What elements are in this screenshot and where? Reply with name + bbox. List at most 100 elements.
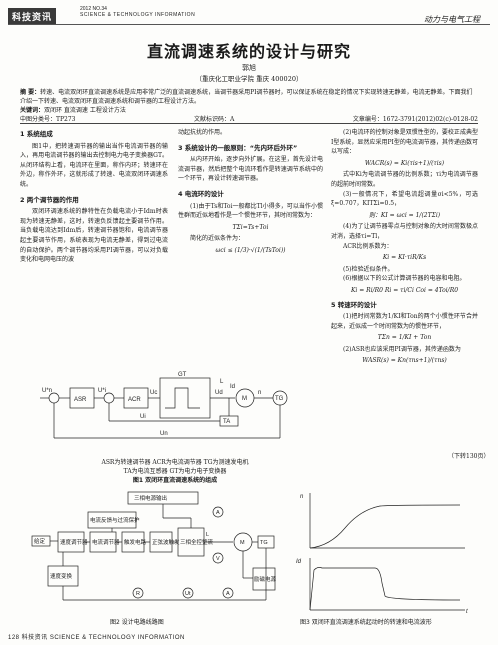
label-ui-star: U*i: [98, 388, 106, 394]
label-a1: A: [216, 510, 220, 516]
label-m: M: [242, 396, 247, 402]
resistor-r: [132, 587, 144, 599]
middle-column: 动起抗扰的作用。 3 系统设计的一般原则：“先内环后外环” 从内环开始，逐步向外…: [178, 128, 323, 258]
current-curve: [309, 566, 461, 611]
page-footer: 128 科技资讯 SCIENCE & TECHNOLOGY INFORMATIO…: [8, 635, 185, 641]
label-n: n: [258, 390, 261, 396]
label-id: Id: [230, 384, 235, 390]
meta-divider: [20, 123, 478, 124]
label-l: L: [220, 379, 224, 385]
label-tg: TG: [275, 396, 284, 402]
excitation-block: [252, 567, 276, 591]
label-excitation: 励磁电源: [254, 575, 277, 583]
right-paragraph-1: (2)电流环的控制对象是双惯性型的，要校正成典型I型系统，显然应采用PI型的电流…: [331, 129, 478, 156]
label-asr: ASR: [74, 397, 87, 403]
header-divider: [8, 24, 490, 25]
ammeter-2: [222, 587, 234, 599]
section-3-text: 从内环开始，逐步向外扩展。在这里，首先设计电流调节器，然后把整个电流环看作是转速…: [178, 156, 323, 183]
section-5-title: 5 转速环的设计: [331, 300, 377, 309]
figure-1-caption-line-2: TA为电流互感器 GT为电力电子变换器: [123, 468, 227, 475]
section-2-continued: 动起抗扰的作用。: [178, 129, 227, 136]
author-affiliation: （重庆化工职业学院 重庆 400020）: [195, 75, 303, 83]
formula-rc: Ki = Ri/R0 Ri = τi/Ci Coi = 4Toi/R0: [350, 286, 459, 294]
right-paragraph-2: 式中Ki为电流调节器的比例系数；τi为电流调节器的超前时间常数。: [331, 171, 478, 188]
label-ud: Ud: [215, 390, 223, 396]
label-n: n: [300, 494, 304, 500]
section-name: 动力与电气工程: [424, 15, 480, 24]
gt-block: [159, 377, 211, 419]
figure-1-caption: ASR为转速调节器 ACR为电流调节器 TG为测速发电机 TA为电流互感器 GT…: [40, 458, 310, 485]
label-reference: 给定: [34, 537, 46, 545]
label-t: t: [466, 609, 468, 615]
label-current-limit: 电流反馈与过流保护: [90, 516, 140, 524]
label-l: L: [206, 532, 209, 538]
label-gt: GT: [178, 372, 187, 378]
right-column: (2)电流环的控制对象是双惯性型的，要校正成典型I型系统，显然应采用PI型的电流…: [331, 128, 478, 368]
label-uc: Uc: [150, 390, 157, 396]
figure-3-caption: 图3 双闭环直流调速系统起动时的转速和电流波形: [300, 619, 432, 626]
label-tacho: TG: [260, 540, 268, 546]
label-un-star: U*n: [42, 388, 52, 394]
section-1-title: 1 系统组成: [20, 130, 53, 138]
right-paragraph-4: (4)为了让调节器零点与控制对象的大时间常数极点对消，选择τi=Tl，: [331, 223, 478, 240]
figure-2-caption: 图2 设计电路线路图: [110, 619, 164, 626]
continued-note: （下转130页）: [448, 453, 490, 460]
formula-omega-ci: ωci ≤ (1/3)·√(1/(TsToi)): [215, 246, 286, 254]
input-node: [48, 392, 60, 404]
sum-node-2: [103, 392, 115, 404]
figure-1-block-diagram: U*n ASR U*i ACR Uc GT Ud M TG n Un TA Ui…: [40, 372, 288, 439]
label-trigger: 触发电路: [124, 538, 147, 546]
label-speed-regulator: 速度调节器: [60, 538, 88, 546]
section-4-text-1: (1)由于Ts和Toi一般都比Tl小得多，可以当作小惯性群而近似地看作是一个惯性…: [178, 202, 323, 220]
label-v1: V: [216, 556, 220, 562]
clc-number: 中图分类号：TP273: [20, 116, 76, 123]
label-rectifier: 三相全控整流: [180, 538, 214, 546]
label-un: Un: [160, 431, 168, 437]
section-3-title: 3 系统设计的一般原则：“先内环后外环”: [178, 143, 298, 152]
right-paragraph-5: ACR比例系数为：: [343, 242, 393, 250]
section-4-title: 4 电流环的设计: [178, 189, 224, 198]
right-paragraph-9: (2)ASR也应该采用PI调节器，其传递函数为: [343, 345, 461, 353]
formula-ki-omega: 则：KI = ωci = 1/(2TΣi): [368, 211, 441, 219]
formula-wasr: WASR(s) = Kn(τns+1)/(τns): [362, 357, 447, 365]
right-paragraph-6: (5)检验近似条件。: [343, 265, 394, 273]
label-power-output: 三相电源输出: [134, 494, 167, 502]
journal-brand: 科技资讯: [8, 8, 57, 25]
keywords-text: 双闭环 直流调速 工程设计方法: [44, 107, 126, 114]
abstract-text: 转速、电流双闭环直流调速系统是应用非常广泛的直流调速系统，当调节器采用PI调节器…: [20, 89, 473, 105]
journal-english-name: SCIENCE & TECHNOLOGY INFORMATION: [80, 12, 196, 18]
article-title: 直流调速系统的设计与研究: [146, 42, 351, 61]
right-paragraph-7: (6)根据以下的公式计算调节器的电容和电阻。: [343, 275, 466, 283]
abstract-label: 摘 要：: [20, 89, 41, 96]
formula-wacr: WACR(s) = Ki(τis+1)/(τis): [364, 159, 445, 167]
formula-t-sigma-i: TΣi=Ts+Toi: [232, 223, 269, 231]
section-2-text: 双闭环调速系统的静特性在负载电流小于Idm时表现为转速无静差，这时，转速负反馈起…: [20, 208, 168, 264]
abstract-block: 摘 要：转速、电流双闭环直流调速系统是应用非常广泛的直流调速系统，当调节器采用P…: [20, 88, 478, 115]
formula-t-sigma-n: TΣn = 1/KI + Ton: [377, 334, 432, 342]
label-motor: M: [240, 540, 245, 546]
figure-1-title: 图1 双闭环直流调速系统的组成: [132, 477, 218, 484]
right-paragraph-8: (1)把时间常数为1/KI和Ton的两个小惯性环节合并起来，近似成一个时间常数为…: [331, 313, 478, 330]
figure-3-waveforms: n Id t: [296, 493, 468, 615]
label-acr: ACR: [128, 397, 141, 403]
section-1-text: 图1中，把转速调节器的输出当作电流调节器的输入，再用电流调节器的输出去控制电力电…: [20, 142, 168, 188]
speed-curve: [309, 504, 461, 549]
article-number: 文章编号：1672-3791(2012)02(c)-0128-02: [352, 116, 478, 123]
section-2-title: 2 两个调节器的作用: [20, 195, 79, 204]
issue-date: 2012 NO.34: [80, 6, 107, 12]
figure-2-circuit-diagram: 三相电源输出 电流反馈与过流保护 给定 速度调节器 电流调节器 触发电路 正弦波…: [31, 491, 277, 601]
article-author: 郭旭: [242, 64, 256, 72]
label-current-regulator: 电流调节器: [92, 538, 120, 546]
label-ut: Ut: [185, 591, 191, 597]
keywords-label: 关键词：: [20, 107, 45, 114]
label-ui: Ui: [140, 414, 146, 420]
label-a2: A: [226, 591, 230, 597]
figure-1-caption-line-1: ASR为转速调节器 ACR为电流调节器 TG为测速发电机: [101, 459, 249, 466]
voltmeter: [212, 552, 224, 564]
right-paragraph-3: (3)一般情况下，希望电流超调量σi<5%，可选ξ=0.707，KITΣi=0.…: [331, 190, 478, 208]
formula-ki: Ki = KI·τiR/Ks: [382, 254, 427, 262]
document-code: 文献标识码：A: [194, 116, 235, 123]
journal-header: 科技资讯 2012 NO.34 SCIENCE & TECHNOLOGY INF…: [0, 0, 498, 30]
label-speed-transform: 速度变换: [50, 572, 73, 580]
label-pulse: 正弦波触发: [152, 538, 180, 546]
